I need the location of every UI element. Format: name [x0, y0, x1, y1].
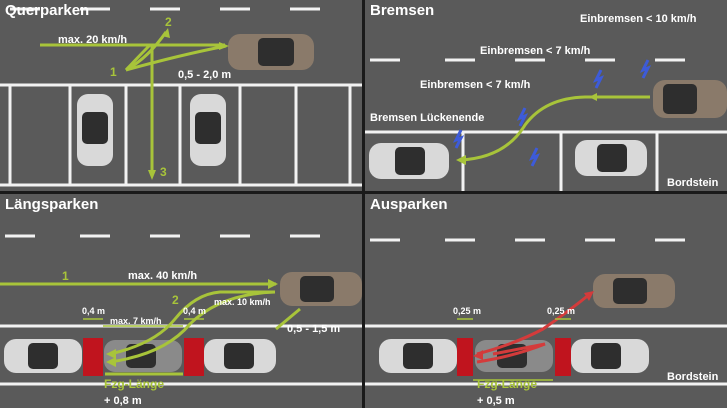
laengs-gap-right: 0,4 m	[183, 306, 206, 316]
parked-car-left	[4, 339, 82, 373]
gap-markers	[83, 338, 204, 376]
parked-car-right	[571, 339, 649, 373]
car-approaching	[653, 80, 727, 118]
ausparken-diagram: 0,25 m 0,25 m Fzg-Länge + 0,5 m Bordstei…	[365, 238, 727, 407]
bremsen-diagram: Einbremsen < 10 km/h Einbremsen < 7 km/h…	[365, 13, 727, 191]
curb-label: Bordstein	[667, 371, 719, 383]
panel-title-laengsparken: Längsparken	[5, 196, 99, 213]
curb-label: Bordstein	[667, 177, 719, 189]
car-leaving	[593, 274, 675, 308]
brake-label-2: Einbremsen < 7 km/h	[480, 45, 591, 57]
querparken-diagram: max. 20 km/h 0,5 - 2,0 m 1 2 3	[0, 7, 362, 187]
quer-step-1: 1	[110, 65, 117, 79]
gap-dimension-lines	[457, 318, 571, 381]
laengs-length-label: Fzg-Länge	[104, 377, 164, 391]
exit-paths	[473, 291, 594, 364]
laengsparken-diagram: 1 2 max. 40 km/h max. 10 km/h max. 7 km/…	[0, 234, 362, 407]
parking-paths	[40, 28, 229, 180]
brake-label-3: Einbremsen < 7 km/h	[420, 79, 531, 91]
quer-distance-label: 0,5 - 2,0 m	[178, 69, 231, 81]
panel-querparken: max. 20 km/h 0,5 - 2,0 m 1 2 3 Querparke…	[0, 0, 362, 191]
parking-bay-lines	[0, 83, 362, 187]
laengs-length-add: + 0,8 m	[104, 395, 142, 407]
parking-paths	[0, 279, 301, 376]
panel-title-ausparken: Ausparken	[370, 196, 448, 213]
braking-path	[456, 93, 650, 165]
laengs-speed-10: max. 10 km/h	[214, 297, 271, 307]
parked-car-left	[77, 94, 113, 166]
panel-ausparken: 0,25 m 0,25 m Fzg-Länge + 0,5 m Bordstei…	[365, 194, 727, 408]
panel-bremsen: Einbremsen < 10 km/h Einbremsen < 7 km/h…	[365, 0, 727, 191]
quer-step-2: 2	[165, 15, 172, 29]
laengs-distance: 0,5 - 1,5 m	[287, 323, 340, 335]
gap-markers	[457, 338, 571, 376]
brake-label-1: Einbremsen < 10 km/h	[580, 13, 697, 25]
panel-laengsparken: 1 2 max. 40 km/h max. 10 km/h max. 7 km/…	[0, 194, 362, 408]
parked-car-right	[204, 339, 276, 373]
parked-car-left	[379, 339, 457, 373]
laengs-step-1: 1	[62, 269, 69, 283]
aus-gap-right: 0,25 m	[547, 306, 575, 316]
laengs-gap-left: 0,4 m	[82, 306, 105, 316]
gap-end-label: Bremsen Lückenende	[370, 112, 484, 124]
car-approaching	[280, 272, 362, 306]
gap-dimension-lines	[83, 318, 204, 327]
parked-car-right	[190, 94, 226, 166]
aus-length-add: + 0,5 m	[477, 395, 515, 407]
car-approaching	[228, 34, 314, 70]
laengs-step-2: 2	[172, 293, 179, 307]
sensor-marks	[452, 59, 652, 167]
quer-speed-label: max. 20 km/h	[58, 34, 127, 46]
aus-gap-left: 0,25 m	[453, 306, 481, 316]
aus-length-label: Fzg-Länge	[477, 377, 537, 391]
panel-title-querparken: Querparken	[5, 2, 90, 19]
quer-step-3: 3	[160, 165, 167, 179]
parked-car-left	[369, 143, 449, 179]
laengs-speed-max: max. 40 km/h	[128, 270, 197, 282]
parked-car-right	[575, 140, 647, 176]
panel-title-bremsen: Bremsen	[370, 2, 435, 19]
laengs-speed-7: max. 7 km/h	[110, 316, 162, 326]
